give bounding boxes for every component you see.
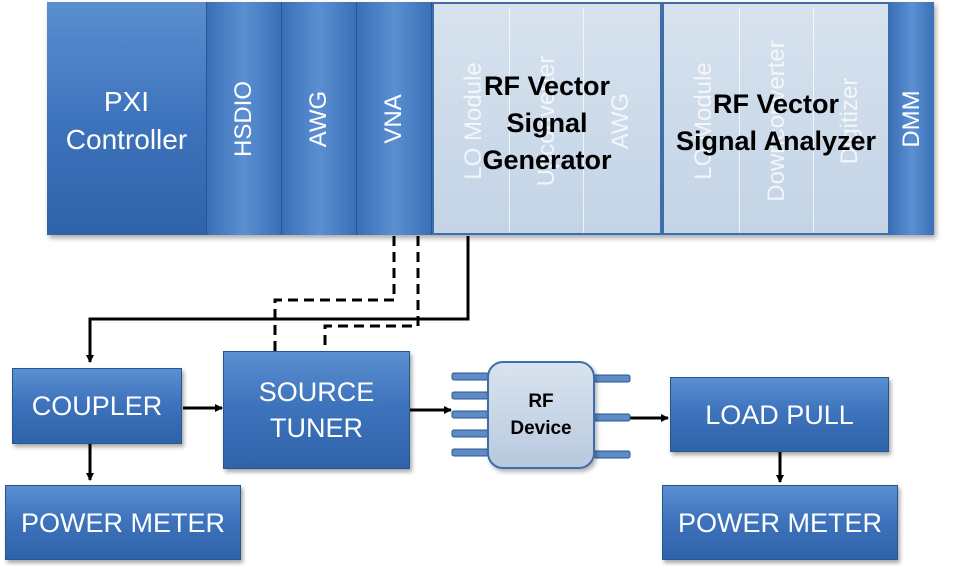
power-meter-right-block: POWER METER — [662, 485, 898, 560]
source-tuner-block: SOURCE TUNER — [223, 351, 410, 469]
power-meter-left-label: POWER METER — [20, 507, 225, 538]
dmm-slot: DMM — [890, 2, 934, 235]
vsa-module: LO Module Downconverter Digitizer RF Vec… — [662, 2, 890, 235]
vna-dashed-line-1 — [273, 236, 396, 352]
vsg-title: RF Vector Signal Generator — [434, 68, 660, 179]
rf-device-line-2: Device — [510, 418, 572, 439]
power-meter-left-block: POWER METER — [5, 485, 241, 560]
pxi-controller-slot: PXI Controller — [47, 2, 207, 235]
rf-device-block: RF Device — [487, 361, 595, 469]
rf-device-line-1: RF — [528, 391, 554, 412]
vna-slot: VNA — [357, 2, 432, 235]
vsa-title-line-2: Signal Analyzer — [675, 126, 877, 156]
load-pull-label: LOAD PULL — [705, 399, 854, 430]
pxi-controller-line-2: Controller — [65, 124, 188, 155]
vsg-module: LO Module Upconverter AWG RF Vector Sign… — [432, 2, 662, 235]
pxi-chassis: PXI Controller HSDIO AWG VNA LO Module U… — [47, 2, 934, 235]
vsa-submodule-downconverter: Downconverter — [740, 8, 814, 233]
vsa-title: RF Vector Signal Analyzer — [664, 86, 888, 160]
rf-device-left-pins — [451, 372, 489, 457]
source-tuner-line-1: SOURCE — [258, 377, 375, 407]
vsg-submodule-upconverter: Upconverter — [510, 8, 584, 233]
vsg-to-coupler-line — [86, 236, 470, 363]
vsg-submodule-lo: LO Module — [438, 8, 510, 233]
rf-device-right-pins — [593, 374, 631, 459]
awg-slot: AWG — [282, 2, 357, 235]
coupler-label: COUPLER — [31, 391, 163, 421]
vsa-title-line-1: RF Vector — [712, 89, 840, 119]
vsa-submodule-lo: LO Module — [668, 8, 740, 233]
power-meter-right-label: POWER METER — [677, 507, 882, 538]
vsg-title-line-2: Signal — [506, 108, 588, 138]
source-tuner-line-2: TUNER — [270, 413, 363, 443]
hsdio-slot: HSDIO — [207, 2, 282, 235]
pxi-controller-line-1: PXI — [103, 86, 150, 117]
load-pull-block: LOAD PULL — [670, 377, 889, 452]
coupler-block: COUPLER — [12, 368, 182, 444]
source-tuner-label: SOURCE TUNER — [224, 374, 409, 446]
rf-device-label: RF Device — [489, 388, 593, 442]
pxi-controller-label: PXI Controller — [47, 83, 206, 159]
vsg-title-line-1: RF Vector — [483, 71, 611, 101]
vsg-title-line-3: Generator — [482, 145, 612, 175]
vna-dashed-line-2 — [323, 236, 420, 352]
